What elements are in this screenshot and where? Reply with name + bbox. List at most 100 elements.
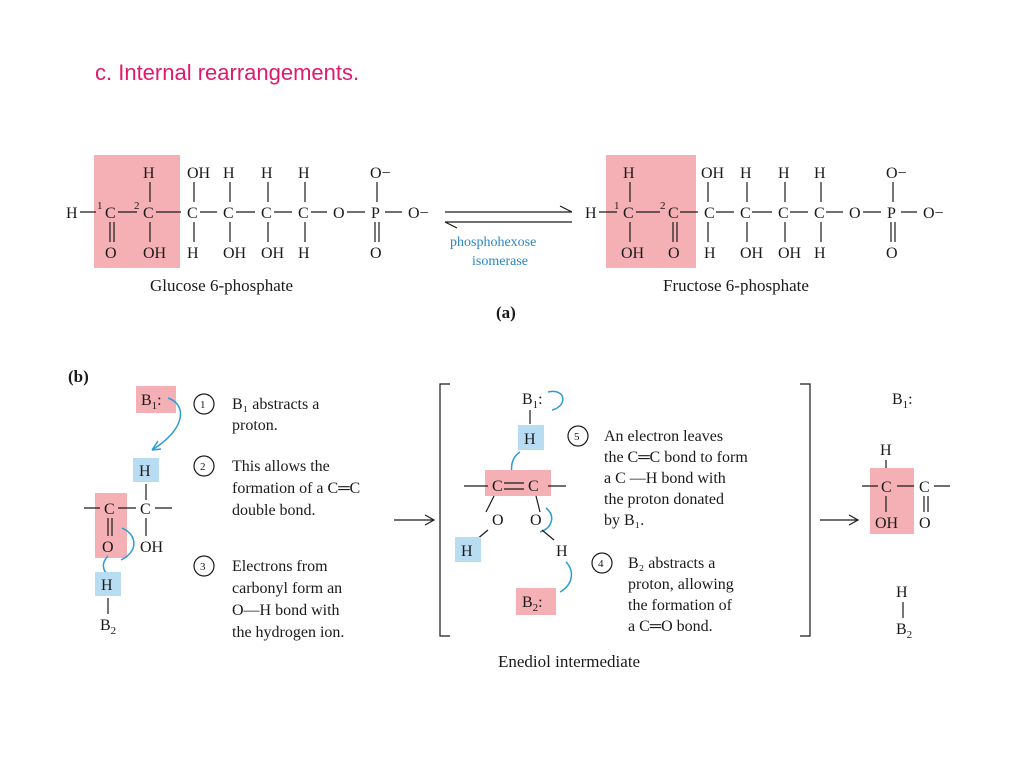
atom-h: H [556, 543, 568, 560]
base-b2: B2 [896, 621, 912, 641]
atom-oh: OH [621, 245, 645, 262]
arrow-step-3 [102, 555, 109, 575]
atom-h: H [461, 543, 473, 560]
carbonyl-highlight [95, 493, 127, 558]
atom-h: H [298, 245, 310, 262]
svg-text:the C═C bond to form: the C═C bond to form [604, 449, 748, 466]
fructose-6-phosphate-label: Fructose 6-phosphate [663, 276, 809, 295]
panel-a-label: (a) [496, 303, 516, 322]
carbon-number-1: 1 [97, 200, 103, 212]
svg-text:O—H bond with: O—H bond with [232, 602, 340, 619]
atom-o: O [849, 205, 861, 222]
h-highlight [95, 572, 121, 596]
glucose-6-phosphate-structure: H OH H H H O− H 1 C 2 C C C C C O P O− O… [66, 155, 429, 295]
svg-text:carbonyl form an: carbonyl form an [232, 580, 342, 597]
svg-text:An electron leaves: An electron leaves [604, 428, 723, 445]
svg-text:the hydrogen ion.: the hydrogen ion. [232, 624, 344, 641]
b2-highlight [516, 588, 556, 615]
svg-text:4: 4 [598, 558, 604, 570]
svg-text:B₂ abstracts a: B₂ abstracts a [628, 555, 715, 572]
atom-c1: C [105, 205, 116, 222]
left-bracket [439, 383, 450, 637]
svg-text:a C═O bond.: a C═O bond. [628, 618, 713, 635]
svg-text:the formation of: the formation of [628, 597, 733, 614]
arrow-step-1 [151, 397, 182, 451]
atom-oh: OH [701, 165, 725, 182]
product-highlight [870, 468, 914, 534]
atom-c2: C [668, 205, 679, 222]
atom-o-minus: O− [408, 205, 429, 222]
enzyme-name-line1: phosphohexose [450, 235, 536, 250]
steps-middle: 5 An electron leaves the C═C bond to for… [567, 425, 748, 635]
atom-o: O [370, 245, 382, 262]
step-1: 1 B₁ abstracts a proton. [193, 393, 319, 434]
atom-h: H [740, 165, 752, 182]
step-2: 2 This allows the formation of a C═C dou… [193, 455, 360, 519]
arrow-step-4-electrons [539, 507, 553, 533]
svg-text:5: 5 [574, 431, 580, 443]
svg-text:proton.: proton. [232, 417, 278, 434]
atom-h: H [524, 431, 536, 448]
h-highlight [455, 537, 481, 562]
atom-p: P [887, 205, 896, 222]
atom-c2: C [919, 479, 930, 496]
svg-text:the proton donated: the proton donated [604, 491, 724, 508]
atom-o: O [333, 205, 345, 222]
atom-oh: OH [778, 245, 802, 262]
atom-c6: C [298, 205, 309, 222]
atom-h: H [778, 165, 790, 182]
base-b1: B1: [892, 391, 913, 411]
atom-h: H [298, 165, 310, 182]
arrow-step-4 [559, 561, 573, 593]
atom-o: O [886, 245, 898, 262]
atom-oh: OH [187, 165, 211, 182]
arrow-step-2 [120, 527, 135, 561]
b1-highlight [136, 386, 176, 413]
svg-text:a C —H bond with: a C —H bond with [604, 470, 726, 487]
atom-oh: OH [140, 539, 164, 556]
reaction-arrow [820, 514, 860, 526]
enediol-intermediate: B1: H C C O O H H B2: [455, 390, 573, 615]
carbon-number-1: 1 [614, 200, 620, 212]
atom-h: H [814, 245, 826, 262]
atom-oh: OH [261, 245, 285, 262]
atom-c3: C [187, 205, 198, 222]
atom-o: O [668, 245, 680, 262]
atom-h: H [704, 245, 716, 262]
base-b1: B1: [141, 392, 162, 412]
atom-c1: C [104, 501, 115, 518]
atom-c2: C [143, 205, 154, 222]
atom-c5: C [261, 205, 272, 222]
equilibrium-arrows: phosphohexose isomerase [444, 205, 573, 269]
reaction-arrow [394, 514, 436, 526]
atom-h: H [896, 584, 908, 601]
h-highlight [518, 425, 544, 450]
atom-h: H [585, 205, 597, 222]
svg-text:proton, allowing: proton, allowing [628, 576, 734, 593]
atom-h: H [814, 165, 826, 182]
svg-text:Electrons from: Electrons from [232, 558, 328, 575]
slide-title: c. Internal rearrangements. [95, 60, 360, 85]
enzyme-name-line2: isomerase [472, 254, 528, 269]
step-5: 5 An electron leaves the C═C bond to for… [567, 425, 748, 529]
svg-text:by B₁.: by B₁. [604, 512, 644, 529]
atom-o-minus: O− [370, 165, 391, 182]
atom-h: H [187, 245, 199, 262]
atom-c1: C [492, 478, 503, 495]
steps-left: 1 B₁ abstracts a proton. 2 This allows t… [193, 393, 360, 641]
svg-text:2: 2 [200, 461, 206, 473]
svg-text:double bond.: double bond. [232, 502, 316, 519]
atom-h: H [66, 205, 78, 222]
atom-o: O [105, 245, 117, 262]
atom-c1: C [623, 205, 634, 222]
atom-o: O [919, 515, 931, 532]
atom-c4: C [740, 205, 751, 222]
panel-b-label: (b) [68, 367, 89, 386]
base-b2: B2 [100, 617, 116, 637]
atom-h: H [139, 463, 151, 480]
atom-h: H [261, 165, 273, 182]
atom-h: H [880, 442, 892, 459]
svg-text:This allows the: This allows the [232, 458, 330, 475]
atom-oh: OH [143, 245, 167, 262]
